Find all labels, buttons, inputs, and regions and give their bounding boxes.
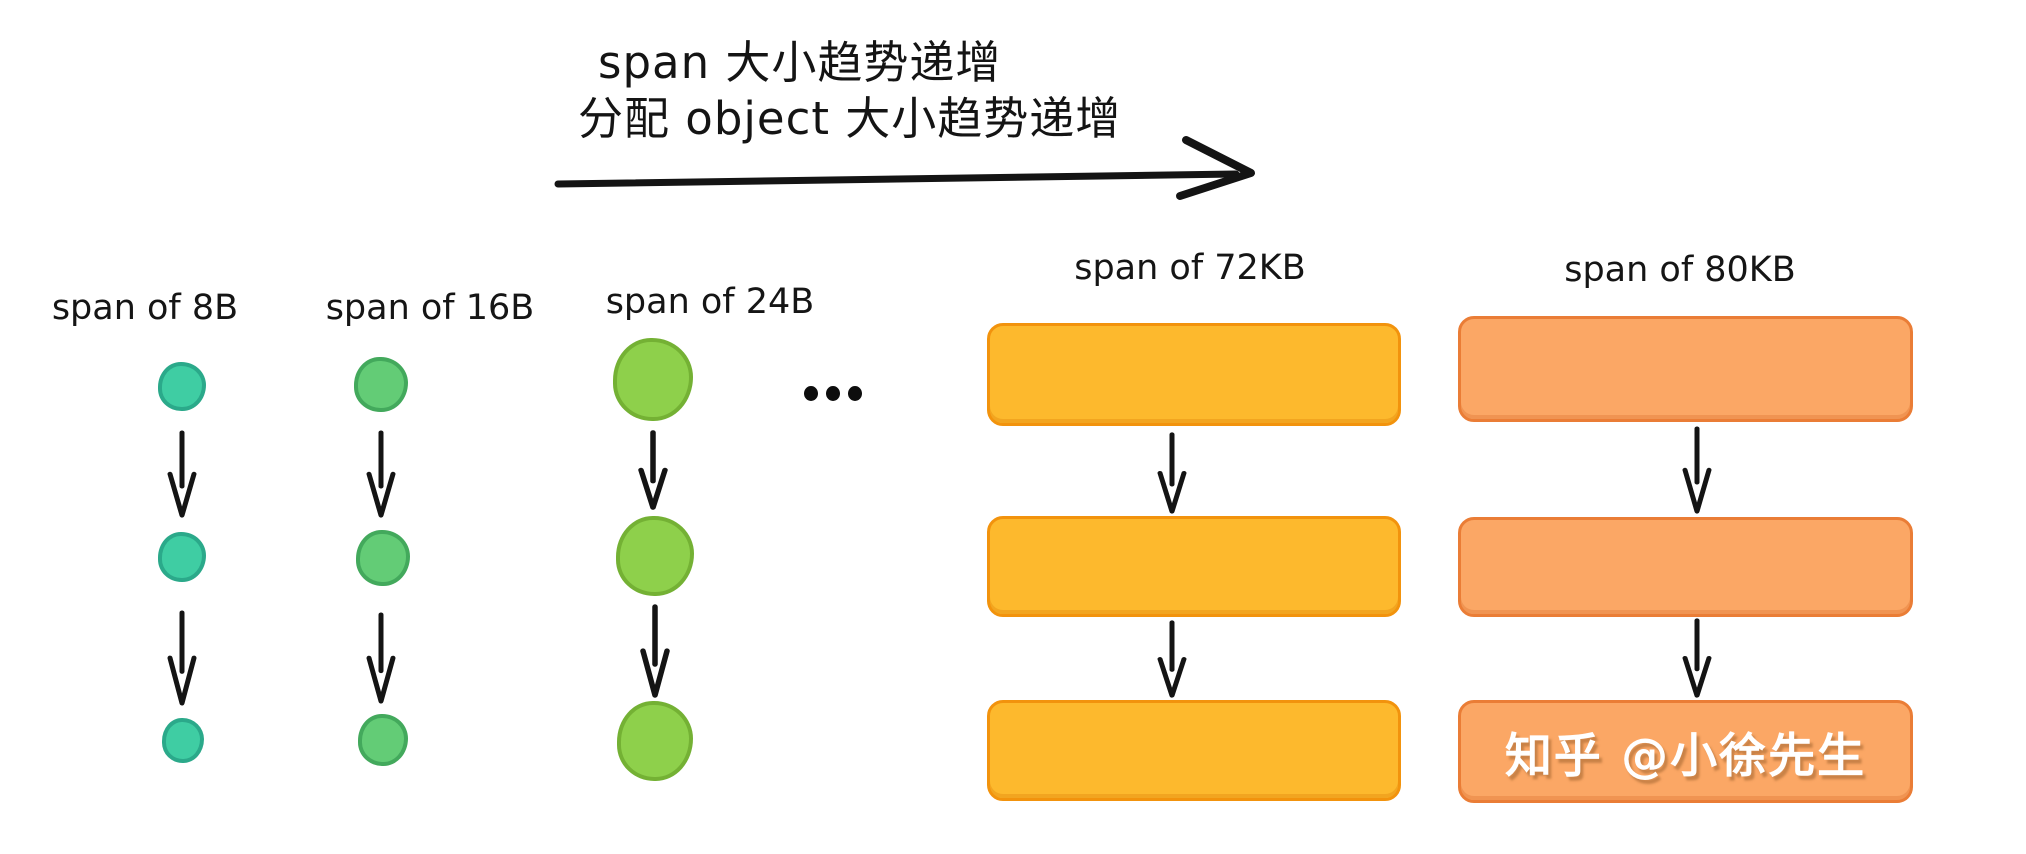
span-block-72kb-2 [987,516,1401,617]
object-circle-16b-1 [354,357,408,412]
object-circle-8b-1 [158,362,206,411]
span-80kb-label: span of 80KB [1564,250,1796,290]
object-circle-24b-3 [617,701,693,781]
trend-right-arrow-icon [554,136,1255,200]
span-8b-label: span of 8B [51,288,239,328]
span-24b-label: span of 24B [605,282,815,322]
object-circle-16b-2 [356,530,410,586]
watermark-text: 知乎 @小徐先生 [1504,729,1867,784]
down-arrow-icon [1157,620,1187,698]
span-block-72kb-3 [987,700,1401,801]
down-arrow-icon [1682,618,1712,698]
down-arrow-icon [638,430,668,510]
down-arrow-icon [640,604,670,698]
trend-title-line1: span 大小趋势递增 [598,36,1002,89]
object-circle-24b-1 [613,338,693,421]
down-arrow-icon [366,430,396,518]
down-arrow-icon [167,430,197,518]
object-circle-16b-3 [358,714,408,766]
span-block-72kb-1 [987,323,1401,426]
ellipsis-icon [804,386,862,401]
down-arrow-icon [1682,426,1712,514]
span-block-80kb-2 [1458,517,1913,617]
down-arrow-icon [1157,432,1187,514]
span-block-80kb-1 [1458,316,1913,422]
trend-title-line2: 分配 object 大小趋势递增 [578,92,1122,145]
object-circle-24b-2 [616,516,694,596]
span-block-80kb-3 [1458,700,1913,803]
down-arrow-icon [366,612,396,704]
object-circle-8b-2 [158,532,206,582]
down-arrow-icon [167,610,197,706]
span-16b-label: span of 16B [325,288,535,328]
object-circle-8b-3 [162,718,204,763]
span-72kb-label: span of 72KB [1074,248,1306,288]
